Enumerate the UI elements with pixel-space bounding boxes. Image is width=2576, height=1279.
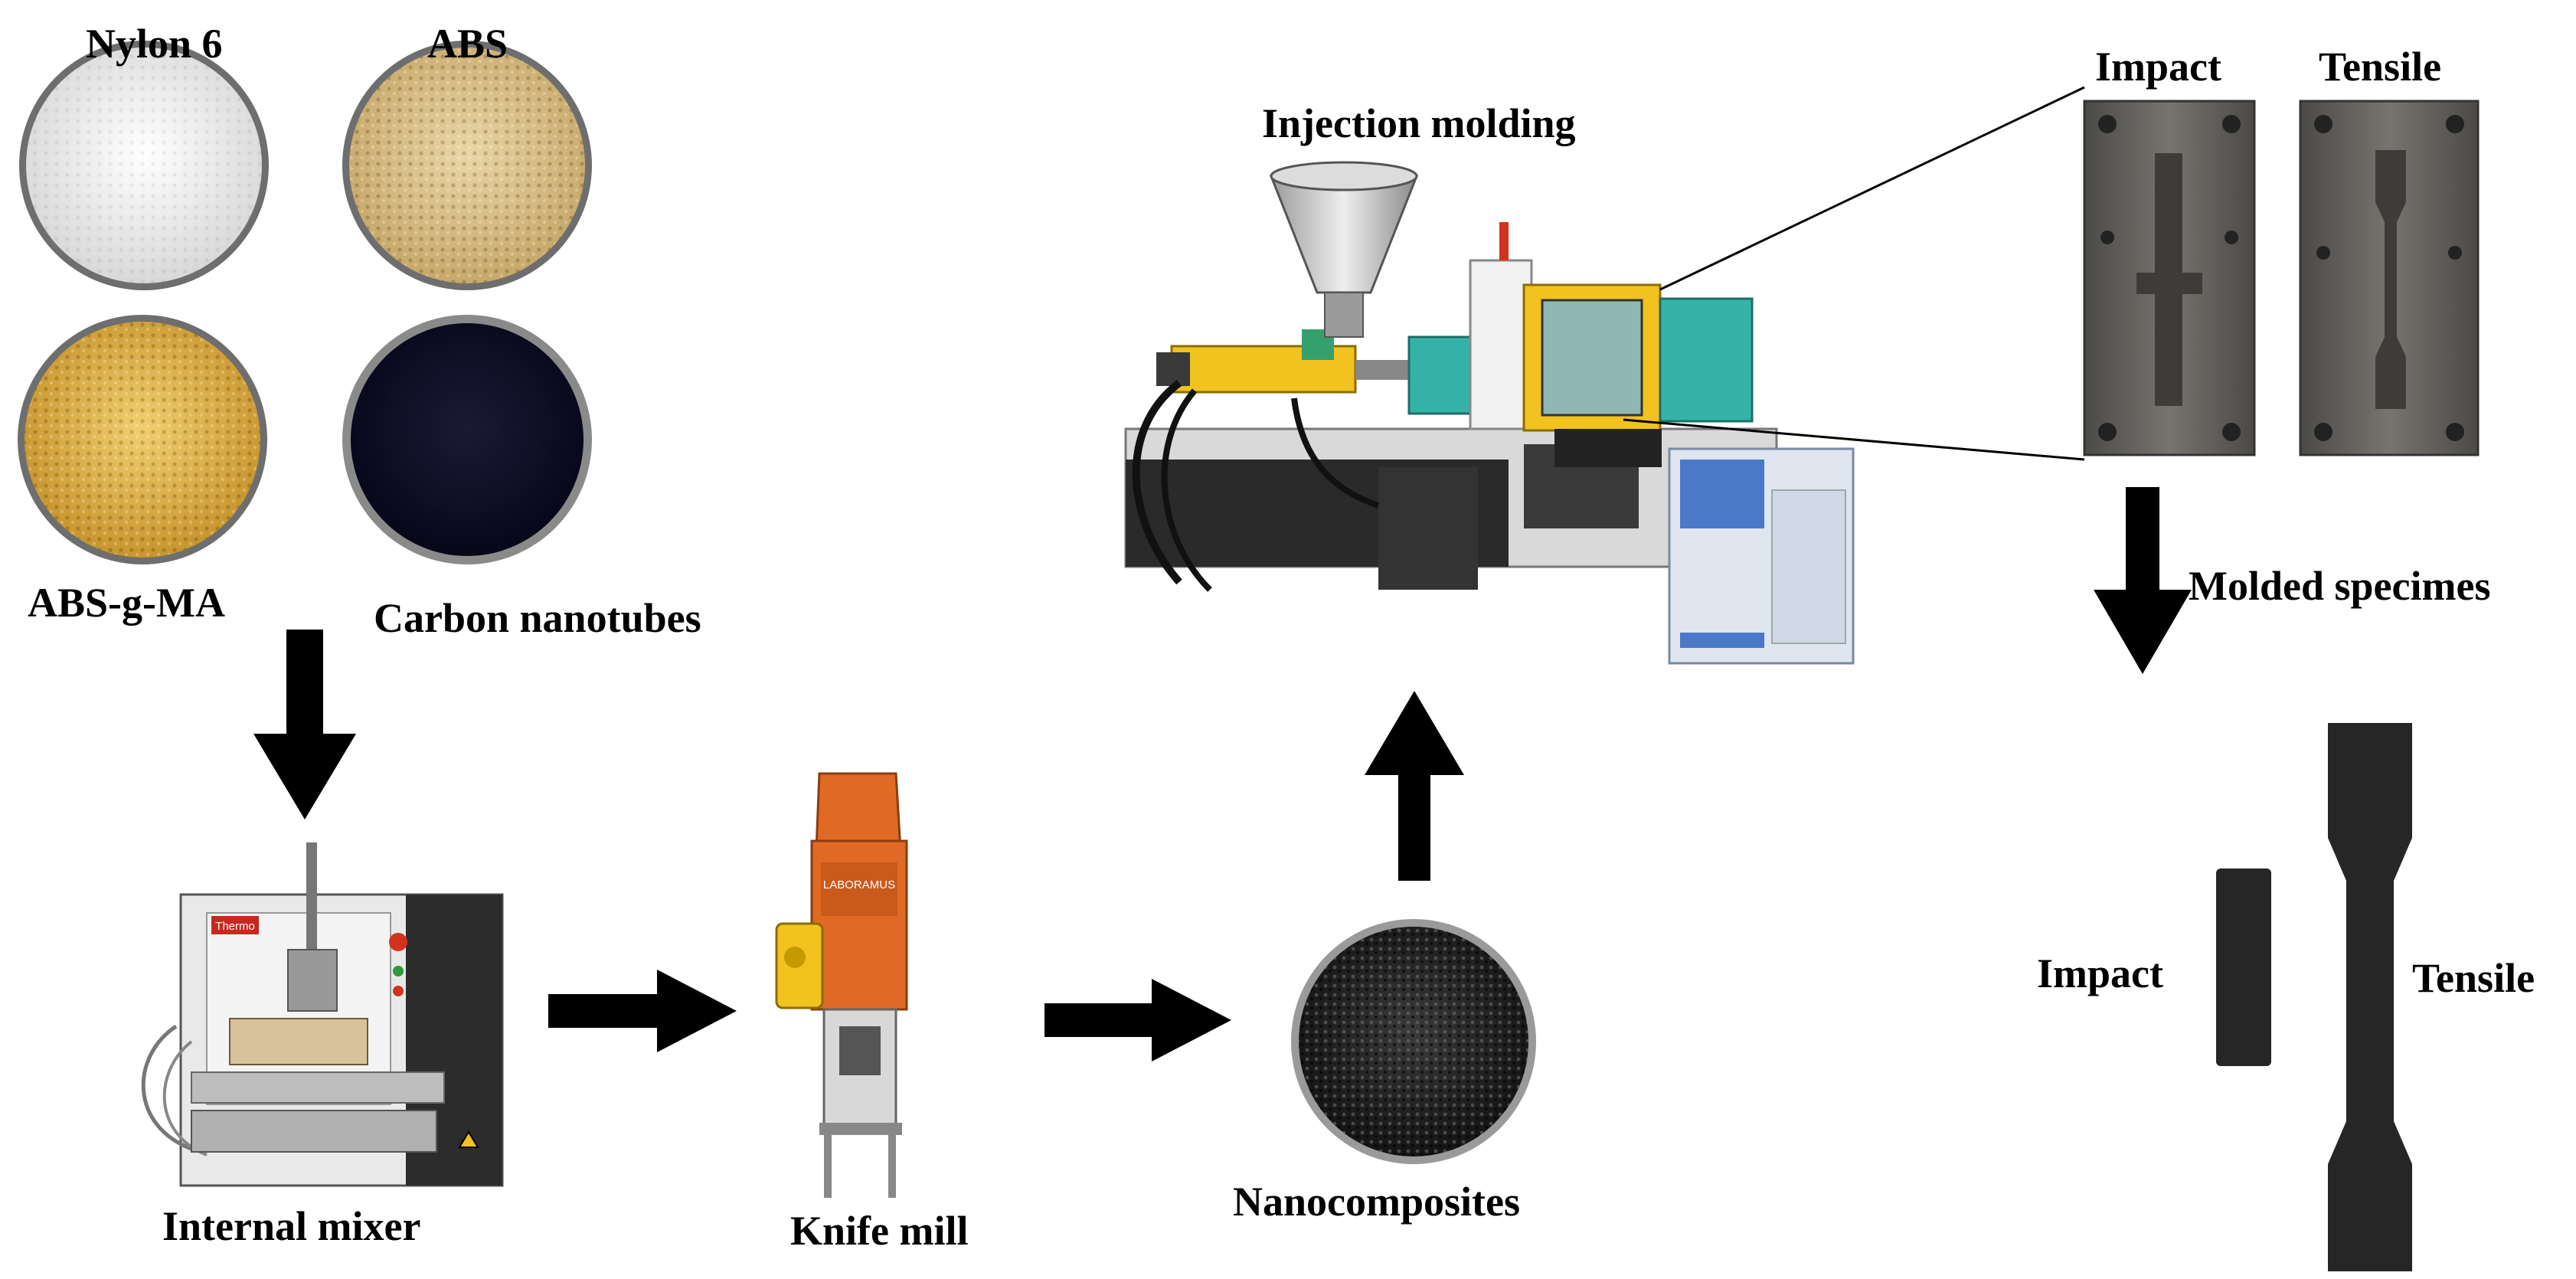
abs-dish bbox=[342, 41, 592, 290]
mixer-brand-text: Thermo bbox=[215, 920, 255, 933]
label-mold-tensile: Tensile bbox=[2319, 44, 2442, 90]
injection-molding-machine-illustration bbox=[1124, 161, 1855, 665]
label-specimen-impact: Impact bbox=[2037, 950, 2163, 996]
arrow-down-1 bbox=[253, 630, 356, 819]
zoom-line-top bbox=[1659, 86, 2085, 291]
mill-brand-text: LABORAMUS bbox=[823, 878, 895, 891]
label-knife-mill: Knife mill bbox=[790, 1208, 969, 1254]
arrow-right-1 bbox=[548, 970, 737, 1052]
label-carbon-nanotubes: Carbon nanotubes bbox=[374, 595, 701, 641]
label-mold-impact: Impact bbox=[2095, 44, 2221, 90]
impact-mold-plate bbox=[2083, 100, 2256, 456]
knife-mill-illustration: LABORAMUS bbox=[775, 772, 908, 1198]
zoom-line-bottom bbox=[1623, 418, 2085, 461]
tensile-mold-plate bbox=[2299, 100, 2480, 456]
tensile-specimen bbox=[2328, 723, 2412, 1271]
label-specimen-tensile: Tensile bbox=[2412, 955, 2535, 1001]
internal-mixer-illustration: Thermo bbox=[141, 842, 504, 1187]
label-abs: ABS bbox=[427, 21, 508, 67]
cnt-dish bbox=[342, 315, 592, 564]
arrow-up-1 bbox=[1365, 691, 1464, 881]
label-internal-mixer: Internal mixer bbox=[162, 1203, 421, 1249]
arrow-down-2 bbox=[2094, 487, 2192, 674]
arrow-right-2 bbox=[1044, 979, 1231, 1061]
label-molded-specimens: Molded specimes bbox=[2189, 563, 2491, 609]
label-injection-molding: Injection molding bbox=[1262, 100, 1576, 146]
nanocomposites-dish bbox=[1291, 919, 1536, 1164]
nylon6-dish bbox=[19, 41, 269, 290]
impact-specimen bbox=[2216, 868, 2271, 1066]
absgma-dish bbox=[18, 315, 267, 564]
label-nanocomposites: Nanocomposites bbox=[1233, 1179, 1520, 1225]
label-abs-g-ma: ABS-g-MA bbox=[28, 580, 225, 626]
label-nylon6: Nylon 6 bbox=[86, 21, 223, 67]
